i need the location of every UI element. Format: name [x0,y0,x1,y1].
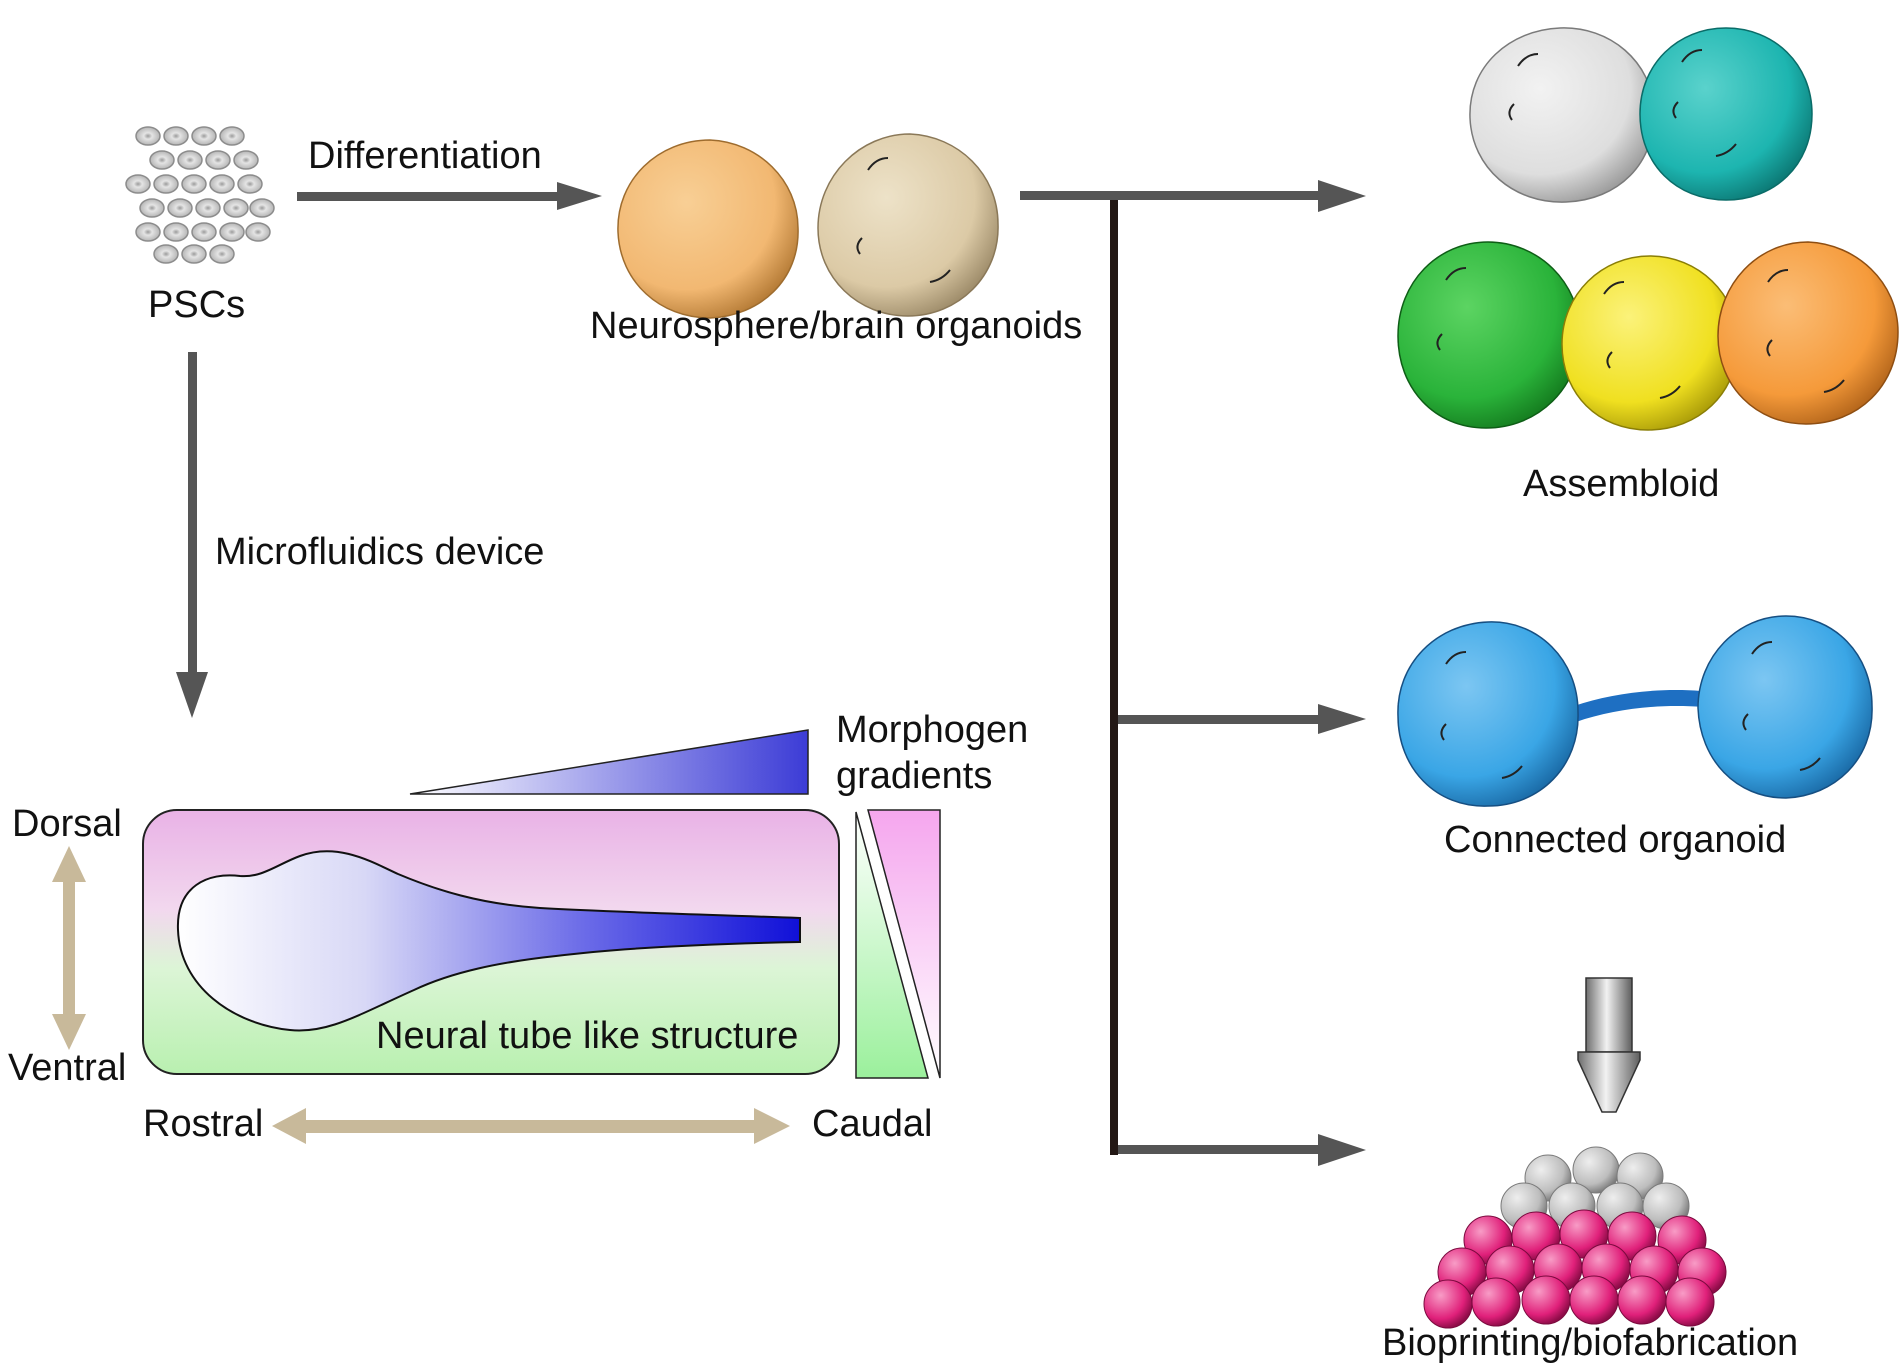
morphogen-wedge-green [855,811,929,1079]
label-rostral: Rostral [143,1103,263,1145]
label-connected-organoid: Connected organoid [1444,819,1786,861]
psc-cluster-icon [125,126,275,264]
label-dorsal: Dorsal [12,803,122,845]
label-neurosphere: Neurosphere/brain organoids [590,305,1082,347]
assembloid-teal-sphere [1639,27,1813,201]
assembloid-grey-sphere [1469,27,1655,203]
assembloid-green-sphere [1397,241,1581,429]
neural-tube-shape [176,850,801,1032]
morphogen-wedge-top [409,729,809,795]
bioink-pile-icon [1423,1146,1727,1329]
assembloid-yellow-sphere [1561,255,1739,431]
connected-organoid [1397,615,1873,807]
morphogen-wedge-pink [867,809,941,1079]
microfluidics-arrow [176,352,208,718]
label-microfluidics: Microfluidics device [215,531,544,573]
double-arrow-icon [52,846,86,1050]
label-pscs: PSCs [148,284,245,326]
differentiation-arrow [297,182,602,210]
label-differentiation: Differentiation [308,135,542,177]
nozzle-icon [1577,977,1641,1113]
label-bioprinting: Bioprinting/biofabrication [1382,1322,1798,1364]
label-ventral: Ventral [8,1047,126,1089]
organoid-beige [817,133,999,317]
label-morphogen-2: gradients [836,755,992,797]
organoid-outgoing-arrows [1020,180,1366,1166]
label-caudal: Caudal [812,1103,932,1145]
label-assembloid: Assembloid [1523,463,1719,505]
organoid-orange [617,139,799,319]
microfluidic-device [142,809,840,1075]
assembloid-orange-sphere [1717,241,1899,425]
label-neural-tube: Neural tube like structure [376,1015,798,1057]
label-morphogen-1: Morphogen [836,709,1028,751]
double-arrow-icon [272,1108,790,1144]
